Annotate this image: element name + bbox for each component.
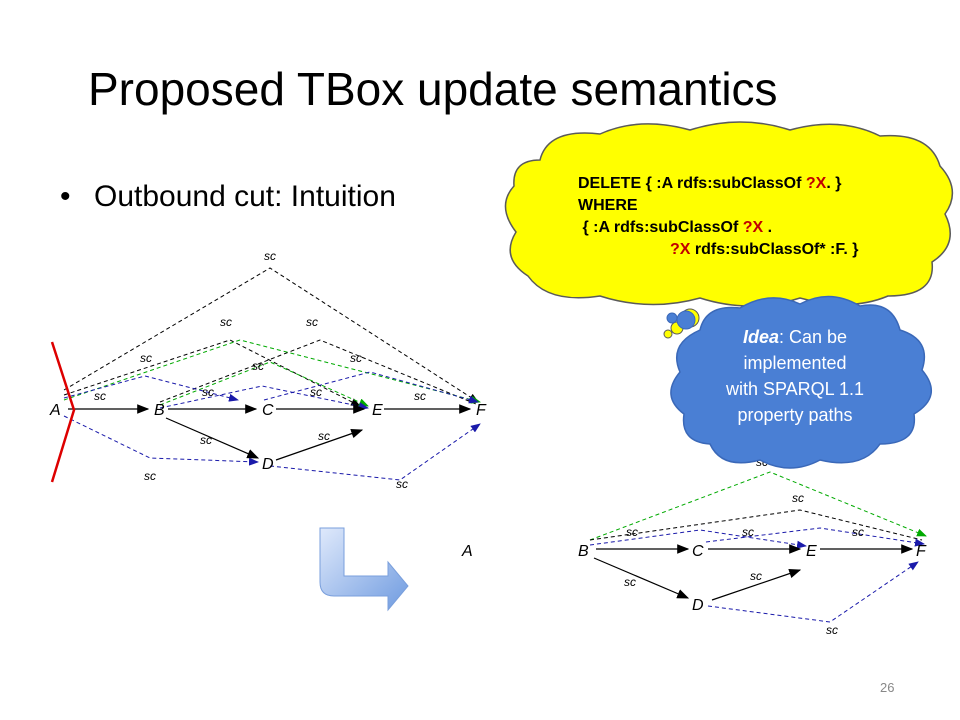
edge-label: sc bbox=[202, 385, 214, 399]
edge-label: sc bbox=[220, 315, 232, 329]
node-c-right: C bbox=[692, 543, 704, 560]
edge-solid-b-d bbox=[165, 417, 260, 459]
node-a-right: A bbox=[461, 543, 473, 560]
bullet-dot: • bbox=[60, 180, 71, 213]
edge-dashed-blue-b-e bbox=[589, 529, 807, 549]
page-number: 26 bbox=[880, 680, 895, 695]
node-e-left: E bbox=[372, 402, 383, 419]
idea-callout-text: Idea: Can be implemented with SPARQL 1.1… bbox=[725, 327, 865, 425]
sparql-line-2: WHERE bbox=[578, 197, 638, 214]
edge-label: sc bbox=[750, 569, 762, 583]
edge-dashed-black-a-f bbox=[63, 267, 479, 403]
edge-dashed-blue-a-c bbox=[63, 375, 239, 402]
node-d-right: D bbox=[692, 597, 704, 614]
edge-label: sc bbox=[742, 525, 754, 539]
node-f-left: F bbox=[476, 402, 487, 419]
edge-dashed-blue-c-f bbox=[263, 371, 479, 404]
edge-label: sc bbox=[350, 351, 362, 365]
edge-label: sc bbox=[626, 525, 638, 539]
edge-label: sc bbox=[624, 575, 636, 589]
edge-dashed-blue-d-f bbox=[269, 423, 481, 481]
node-f-right: F bbox=[916, 543, 927, 560]
bullet-point: • Outbound cut: Intuition bbox=[60, 180, 396, 214]
edge-dashed-green-b-e bbox=[159, 361, 369, 407]
edge-label: sc bbox=[264, 249, 276, 263]
edge-label: sc bbox=[310, 385, 322, 399]
edge-label: sc bbox=[144, 469, 156, 483]
edge-dashed-green-b-f bbox=[589, 471, 927, 541]
edge-dashed-blue-a-d bbox=[63, 415, 259, 466]
edge-dashed-blue-d-f bbox=[707, 561, 919, 623]
edge-label: sc bbox=[200, 433, 212, 447]
node-b-left: B bbox=[154, 402, 165, 419]
idea-label: Idea bbox=[742, 327, 779, 347]
sparql-cloud bbox=[504, 121, 954, 339]
graph-before: A B C E F D sc sc sc sc sc sc sc sc sc s… bbox=[49, 249, 487, 491]
idea-cloud bbox=[666, 295, 932, 469]
edge-label: sc bbox=[396, 477, 408, 491]
node-a-left: A bbox=[49, 402, 61, 419]
edge-label: sc bbox=[792, 491, 804, 505]
edge-label: sc bbox=[306, 315, 318, 329]
edge-label: sc bbox=[318, 429, 330, 443]
edge-dashed-blue-b-e bbox=[159, 385, 369, 411]
cut-marker bbox=[50, 341, 76, 483]
bullet-text: Outbound cut: Intuition bbox=[94, 180, 396, 213]
transition-arrow-icon bbox=[319, 527, 409, 612]
sparql-query-text: DELETE { :A rdfs:subClassOf ?X. } WHERE … bbox=[578, 173, 928, 261]
edge-dashed-black-a-e bbox=[63, 339, 361, 407]
edge-label: sc bbox=[140, 351, 152, 365]
edge-solid-b-d bbox=[593, 557, 690, 599]
edge-dashed-black-b-f bbox=[589, 509, 923, 541]
edge-label: sc bbox=[826, 623, 838, 637]
edge-label: sc bbox=[414, 389, 426, 403]
edge-solid-d-e bbox=[711, 568, 802, 601]
slide-title: Proposed TBox update semantics bbox=[88, 63, 778, 115]
edge-dashed-green-a-f bbox=[63, 339, 481, 404]
node-e-right: E bbox=[806, 543, 817, 560]
edge-dashed-blue-c-f bbox=[705, 527, 925, 547]
edge-label: sc bbox=[252, 359, 264, 373]
sparql-line-1: DELETE { :A rdfs:subClassOf ?X. } bbox=[578, 175, 842, 192]
node-d-left: D bbox=[262, 456, 274, 473]
edge-solid-d-e bbox=[275, 429, 364, 461]
graph-after: A B C E F D sc sc sc sc sc sc sc sc bbox=[461, 455, 927, 637]
node-c-left: C bbox=[262, 402, 274, 419]
edge-label: sc bbox=[852, 525, 864, 539]
sparql-line-3: { :A rdfs:subClassOf ?X . bbox=[578, 219, 773, 236]
sparql-line-4: ?X rdfs:subClassOf* :F. } bbox=[670, 241, 859, 258]
edge-dashed-black-b-f bbox=[159, 339, 477, 405]
node-b-right: B bbox=[578, 543, 589, 560]
edge-label: sc bbox=[94, 389, 106, 403]
